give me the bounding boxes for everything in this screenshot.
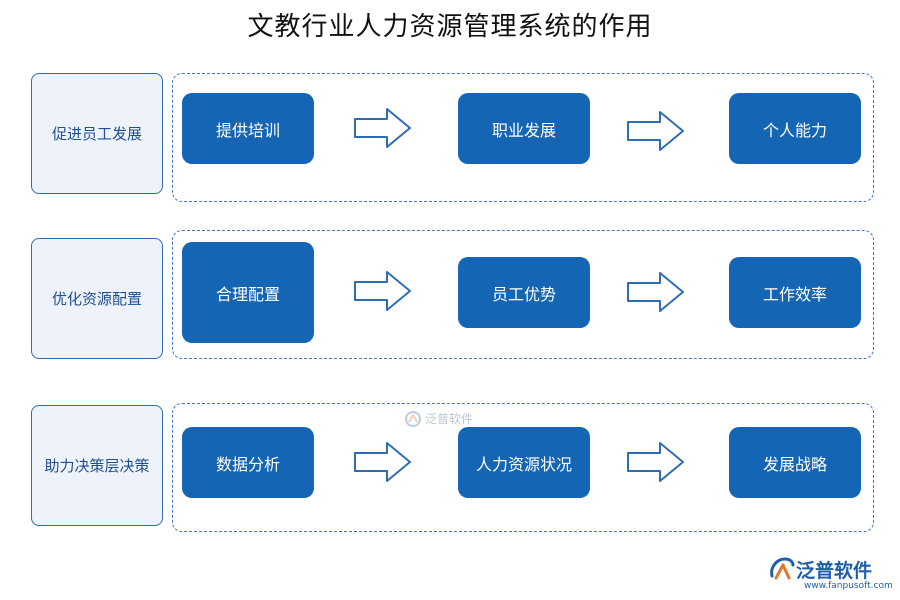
brand-url: www.fanpusoft.com bbox=[804, 581, 893, 591]
right-arrow-icon bbox=[354, 442, 411, 482]
step-box-reasonable-allocation: 合理配置 bbox=[182, 242, 314, 343]
row-frame-resource-allocation bbox=[172, 230, 874, 359]
brand-name: 泛普软件 bbox=[796, 560, 873, 582]
right-arrow-icon bbox=[354, 108, 411, 148]
brand-logo-icon bbox=[405, 411, 421, 427]
row-label-employee-development: 促进员工发展 bbox=[31, 73, 163, 194]
row-label-resource-allocation: 优化资源配置 bbox=[31, 238, 163, 359]
watermark-center: 泛普软件 bbox=[404, 410, 473, 428]
step-box-hr-status: 人力资源状况 bbox=[458, 427, 590, 498]
right-arrow-icon bbox=[627, 272, 684, 312]
row-frame-employee-development bbox=[172, 73, 874, 202]
step-box-data-analysis: 数据分析 bbox=[182, 427, 314, 498]
brand-logo-icon bbox=[770, 557, 795, 580]
page-title: 文教行业人力资源管理系统的作用 bbox=[247, 12, 653, 42]
right-arrow-icon bbox=[627, 442, 684, 482]
right-arrow-icon bbox=[627, 111, 684, 151]
row-frame-decision-support bbox=[172, 403, 874, 532]
watermark-center-text: 泛普软件 bbox=[425, 412, 474, 426]
step-box-personal-ability: 个人能力 bbox=[729, 93, 861, 164]
step-box-work-efficiency: 工作效率 bbox=[729, 257, 861, 328]
right-arrow-icon bbox=[354, 271, 411, 311]
step-box-training: 提供培训 bbox=[182, 93, 314, 164]
row-label-decision-support: 助力决策层决策 bbox=[31, 405, 163, 526]
step-box-employee-strengths: 员工优势 bbox=[458, 257, 590, 328]
brand-watermark: 泛普软件 www.fanpusoft.com bbox=[768, 556, 894, 596]
step-box-career-development: 职业发展 bbox=[458, 93, 590, 164]
step-box-development-strategy: 发展战略 bbox=[729, 427, 861, 498]
